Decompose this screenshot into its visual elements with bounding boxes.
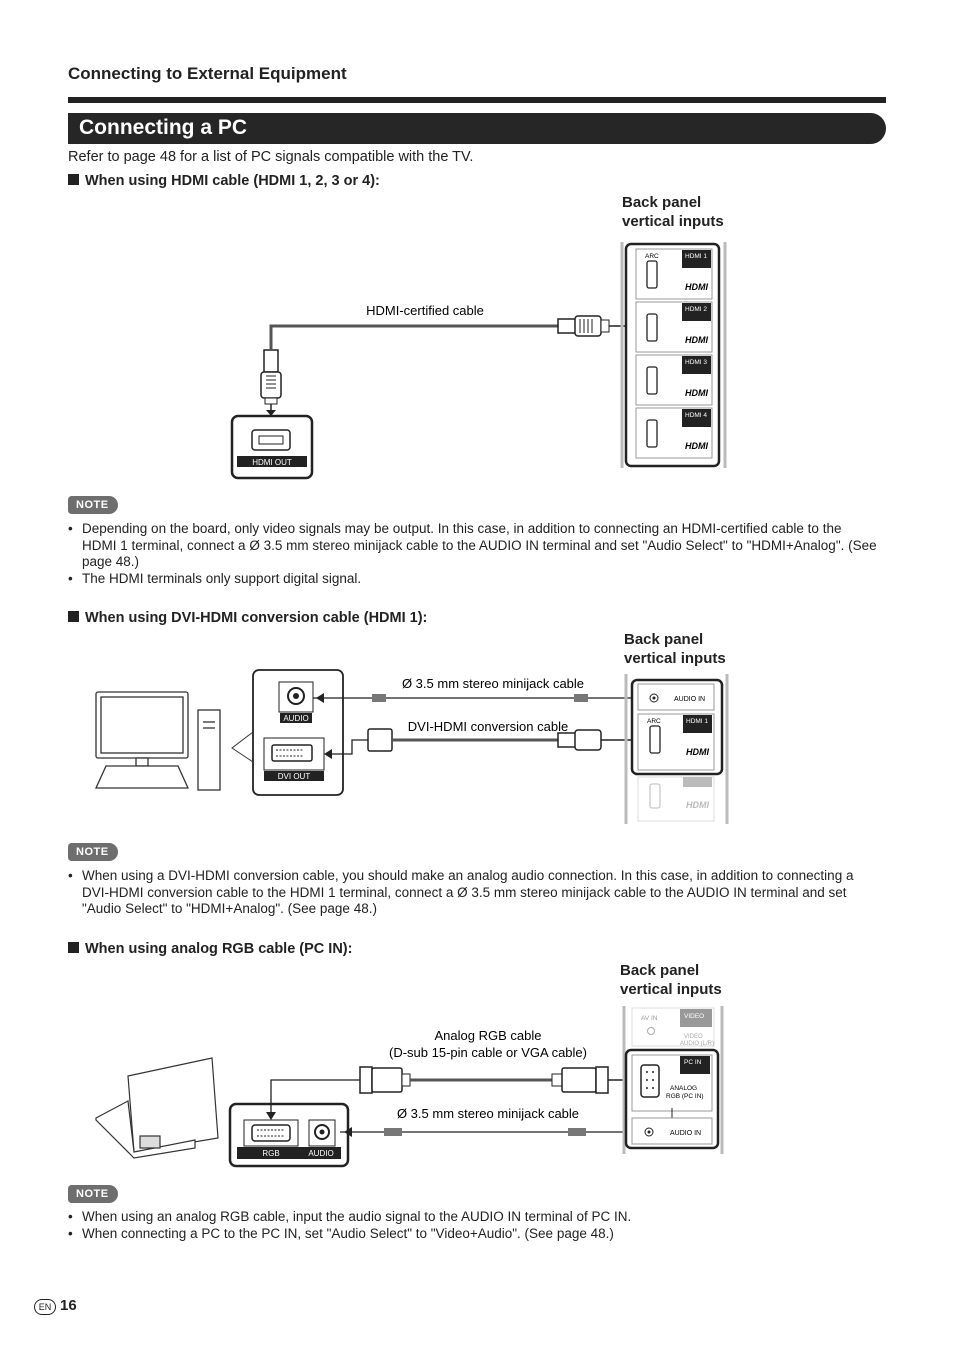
dvi-note-badge: NOTE	[68, 843, 118, 861]
hdmi-port-1-label: HDMI 1	[685, 253, 707, 260]
rgb-notes: When using an analog RGB cable, input th…	[68, 1209, 878, 1242]
dvi-note-1: When using a DVI-HDMI conversion cable, …	[68, 868, 878, 918]
hdmi-back-panel: ARC HDMI 1 HDMI 2 HDMI 3 HDMI 4 HDMI HDM…	[620, 242, 727, 468]
dvi-cable-label: DVI-HDMI conversion cable	[408, 719, 568, 734]
rgb-note-1: When using an analog RGB cable, input th…	[68, 1209, 878, 1226]
rgb-note-badge: NOTE	[68, 1185, 118, 1203]
rgb-note-2: When connecting a PC to the PC IN, set "…	[68, 1226, 878, 1243]
hdmi-port-4-label: HDMI 4	[685, 412, 707, 419]
hdmi-note-badge: NOTE	[68, 496, 118, 514]
rgb-pc-audio-label: AUDIO	[308, 1149, 333, 1158]
dvi-hdmi-logo: HDMI	[686, 747, 709, 757]
dvi-arc-label: ARC	[647, 718, 661, 725]
laptop-icon-2	[95, 1057, 219, 1159]
dvi-pc-audio-label: AUDIO	[283, 714, 308, 723]
rgb-back-panel-label: Back panel vertical inputs	[620, 961, 722, 999]
dvi-audio-cable-label: Ø 3.5 mm stereo minijack cable	[402, 676, 584, 691]
hdmi-logo-1: HDMI	[685, 282, 708, 292]
rgb-audio-cable-label: Ø 3.5 mm stereo minijack cable	[397, 1106, 579, 1121]
hdmi-out-label: HDMI OUT	[252, 458, 292, 467]
rgb-video-label: VIDEO	[684, 1013, 704, 1020]
page-number: 16	[60, 1297, 77, 1314]
hdmi-notes: Depending on the board, only video signa…	[68, 521, 878, 587]
hdmi-diagram: HDMI OUT HDMI-certified cable	[230, 242, 727, 480]
rgb-video-audio-label: VIDEO	[684, 1034, 703, 1040]
dvi-back-panel-label: Back panel vertical inputs	[624, 630, 726, 668]
rgb-back-panel: AV IN VIDEO VIDEO AUDIO (L/R) PC IN ANAL…	[622, 1006, 724, 1154]
hdmi-back-panel-line1: Back panel	[622, 194, 702, 211]
dvi-notes: When using a DVI-HDMI conversion cable, …	[68, 868, 878, 918]
section-header: Connecting to External Equipment	[68, 64, 347, 83]
header-rule	[68, 97, 886, 103]
hdmi-arc-label: ARC	[645, 253, 659, 260]
hdmi-port-3-label: HDMI 3	[685, 359, 707, 366]
dvi-pc-dvi-label: DVI OUT	[278, 772, 311, 781]
rgb-av-in-label: AV IN	[641, 1015, 658, 1022]
hdmi-logo-3: HDMI	[685, 388, 708, 398]
rgb-audio-in-label: AUDIO IN	[670, 1130, 701, 1137]
dvi-heading: When using DVI-HDMI conversion cable (HD…	[68, 610, 427, 626]
rgb-pc-in-label: PC IN	[684, 1059, 702, 1066]
dvi-diagram: AUDIO DVI OUT Ø 3.5 mm stereo minijack c…	[94, 669, 729, 824]
language-badge: EN	[34, 1299, 56, 1315]
hdmi-logo-2: HDMI	[685, 335, 708, 345]
dvi-audio-in-label: AUDIO IN	[674, 696, 705, 703]
hdmi-note-1: Depending on the board, only video signa…	[68, 521, 878, 571]
rgb-cable-label-2: (D-sub 15-pin cable or VGA cable)	[389, 1045, 587, 1060]
rgb-analog-label-2: RGB (PC IN)	[666, 1093, 704, 1100]
rgb-heading: When using analog RGB cable (PC IN):	[68, 941, 352, 957]
rgb-cable-label-1: Analog RGB cable	[435, 1028, 542, 1043]
rgb-analog-label-1: ANALOG	[670, 1085, 697, 1092]
hdmi-back-panel-line2: vertical inputs	[622, 213, 724, 230]
dvi-back-panel-line1: Back panel	[624, 631, 704, 648]
rgb-diagram: RGB AUDIO Analog RGB cable (D-sub 15-pin…	[95, 1006, 724, 1168]
hdmi-logo-4: HDMI	[685, 441, 708, 451]
rgb-pc-rgb-label: RGB	[262, 1149, 279, 1158]
page-title-bar: Connecting a PC	[68, 113, 886, 144]
rgb-back-panel-line1: Back panel	[620, 962, 700, 979]
dvi-port-label: HDMI 1	[686, 718, 708, 725]
dvi-hdmi-logo-2: HDMI	[686, 800, 709, 810]
dvi-back-panel: AUDIO IN ARC HDMI 1 HDMI HDMI	[624, 674, 729, 824]
hdmi-back-panel-label: Back panel vertical inputs	[622, 193, 724, 231]
desktop-pc-icon	[94, 691, 221, 791]
hdmi-note-2: The HDMI terminals only support digital …	[68, 571, 878, 588]
hdmi-cable-label: HDMI-certified cable	[366, 303, 484, 318]
hdmi-port-2-label: HDMI 2	[685, 306, 707, 313]
dvi-back-panel-line2: vertical inputs	[624, 650, 726, 667]
rgb-video-audio-label-2: AUDIO (L/R)	[680, 1041, 714, 1047]
intro-text: Refer to page 48 for a list of PC signal…	[68, 149, 474, 165]
rgb-back-panel-line2: vertical inputs	[620, 981, 722, 998]
hdmi-heading: When using HDMI cable (HDMI 1, 2, 3 or 4…	[68, 173, 380, 189]
page-title: Connecting a PC	[79, 116, 248, 139]
